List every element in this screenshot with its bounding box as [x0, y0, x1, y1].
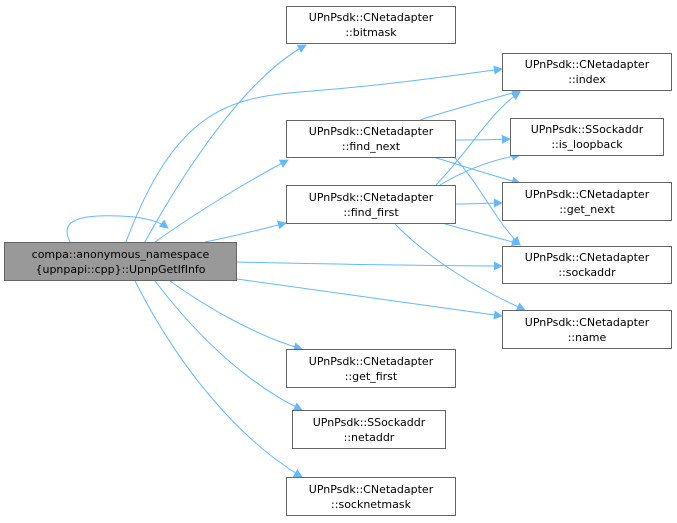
- node-socknetmask-line2: ::socknetmask: [331, 497, 411, 511]
- node-is-loopback[interactable]: UPnPsdk::SSockaddr ::is_loopback: [510, 118, 664, 156]
- node-find-first-line1: UPnPsdk::CNetadapter: [308, 190, 434, 204]
- edge-root-bitmask: [144, 44, 307, 243]
- node-netaddr-line2: ::netaddr: [343, 430, 395, 444]
- node-bitmask[interactable]: UPnPsdk::CNetadapter ::bitmask: [286, 6, 456, 44]
- edge-find_next-get_next: [429, 155, 521, 186]
- edge-root-self: [66, 215, 169, 243]
- node-is-loopback-line1: UPnPsdk::SSockaddr: [530, 123, 644, 136]
- node-is-loopback-line2: ::is_loopback: [551, 138, 623, 151]
- edge-root-index: [125, 65, 503, 243]
- node-find-next[interactable]: UPnPsdk::CNetadapter ::find_next: [286, 120, 456, 158]
- node-find-next-line1: UPnPsdk::CNetadapter: [308, 125, 434, 138]
- node-bitmask-line2: ::bitmask: [345, 26, 397, 39]
- node-find-first-line2: ::find_first: [343, 205, 399, 219]
- node-upnpgetifinfo[interactable]: compa::anonymous_namespace {upnpapi::cpp…: [4, 242, 237, 281]
- edge-root-get_first: [169, 280, 303, 352]
- node-index-line1: UPnPsdk::CNetadapter: [524, 58, 650, 71]
- node-netaddr[interactable]: UPnPsdk::SSockaddr ::netaddr: [292, 410, 446, 449]
- node-sockaddr-line1: UPnPsdk::CNetadapter: [524, 251, 650, 264]
- node-get-next-line2: ::get_next: [559, 202, 615, 216]
- node-get-next[interactable]: UPnPsdk::CNetadapter ::get_next: [502, 182, 672, 221]
- edge-find_first-get_next: [455, 198, 503, 208]
- node-sockaddr-line2: ::sockaddr: [558, 266, 616, 279]
- node-name[interactable]: UPnPsdk::CNetadapter ::name: [502, 310, 672, 349]
- edge-root-netaddr: [154, 280, 303, 411]
- edge-find_next-sockaddr: [454, 157, 521, 246]
- node-index[interactable]: UPnPsdk::CNetadapter ::index: [502, 53, 672, 91]
- edge-root-sockaddr: [236, 261, 503, 271]
- node-socknetmask-line1: UPnPsdk::CNetadapter: [308, 482, 434, 496]
- node-get-first-line1: UPnPsdk::CNetadapter: [308, 354, 434, 368]
- node-name-line2: ::name: [567, 330, 607, 344]
- edge-find_next-index: [419, 88, 521, 121]
- node-upnpgetifinfo-line2: {upnpapi::cpp}::UpnpGetIfInfo: [35, 262, 206, 276]
- node-upnpgetifinfo-line1: compa::anonymous_namespace: [31, 247, 210, 261]
- node-name-line1: UPnPsdk::CNetadapter: [524, 315, 650, 329]
- node-get-first[interactable]: UPnPsdk::CNetadapter ::get_first: [286, 349, 456, 388]
- edge-root-find_next: [154, 159, 289, 243]
- edge-root-find_first: [204, 220, 287, 243]
- edge-find_first-sockaddr: [444, 223, 521, 247]
- node-find-next-line2: ::find_next: [341, 140, 401, 153]
- node-sockaddr[interactable]: UPnPsdk::CNetadapter ::sockaddr: [502, 246, 672, 284]
- node-bitmask-line1: UPnPsdk::CNetadapter: [308, 11, 434, 24]
- edge-find_first-index: [435, 91, 521, 186]
- edge-find_first-name: [394, 223, 526, 311]
- node-netaddr-line1: UPnPsdk::SSockaddr: [312, 415, 426, 429]
- node-get-next-line1: UPnPsdk::CNetadapter: [524, 187, 650, 201]
- node-socknetmask[interactable]: UPnPsdk::CNetadapter ::socknetmask: [286, 477, 456, 516]
- edge-find_first-is_loopback: [439, 151, 521, 186]
- edge-find_next-is_loopback: [455, 134, 511, 144]
- edge-root-socknetmask: [134, 280, 303, 478]
- node-find-first[interactable]: UPnPsdk::CNetadapter ::find_first: [286, 185, 456, 224]
- edge-root-name: [236, 278, 503, 320]
- node-index-line2: ::index: [568, 73, 606, 86]
- node-get-first-line2: ::get_first: [344, 369, 398, 383]
